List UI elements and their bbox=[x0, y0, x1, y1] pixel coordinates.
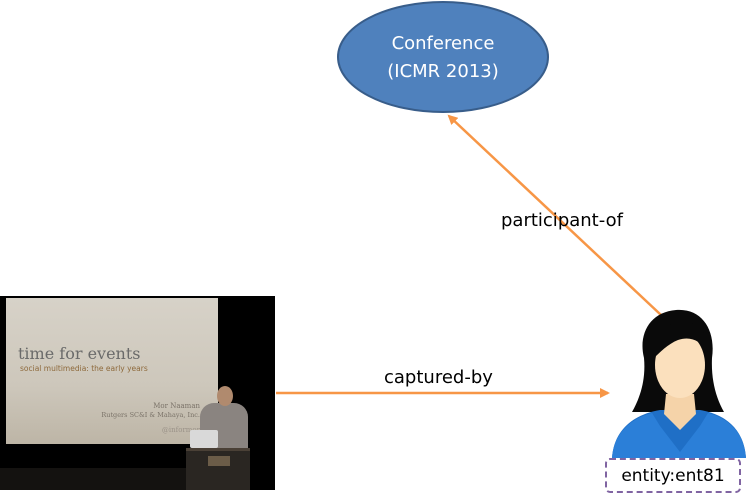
stage-floor bbox=[0, 468, 186, 490]
podium bbox=[186, 448, 250, 490]
participant-of-edge bbox=[447, 114, 678, 331]
conference-node bbox=[337, 1, 549, 113]
podium-sign bbox=[208, 456, 230, 466]
captured-by-label: captured-by bbox=[384, 367, 493, 388]
entity-label-box: entity:ent81 bbox=[605, 458, 741, 493]
slide-affiliation: Rutgers SC&I & Mahaya, Inc. bbox=[101, 411, 200, 419]
speaker-head bbox=[217, 386, 233, 406]
participant-of-label: participant-of bbox=[501, 210, 623, 231]
slide-author: Mor Naaman bbox=[153, 402, 200, 410]
laptop bbox=[190, 430, 218, 448]
entity-label: entity:ent81 bbox=[621, 465, 725, 486]
conference-photo: time for events social multimedia: the e… bbox=[0, 296, 275, 490]
slide-subtitle: social multimedia: the early years bbox=[20, 364, 148, 373]
conference-acronym: (ICMR 2013) bbox=[387, 61, 499, 82]
conference-name: Conference bbox=[391, 33, 495, 54]
slide-title: time for events bbox=[18, 344, 141, 363]
conference-node-label: Conference (ICMR 2013) bbox=[338, 30, 548, 86]
slide-handle: @informor bbox=[161, 426, 200, 434]
projection-screen: time for events social multimedia: the e… bbox=[6, 298, 218, 444]
